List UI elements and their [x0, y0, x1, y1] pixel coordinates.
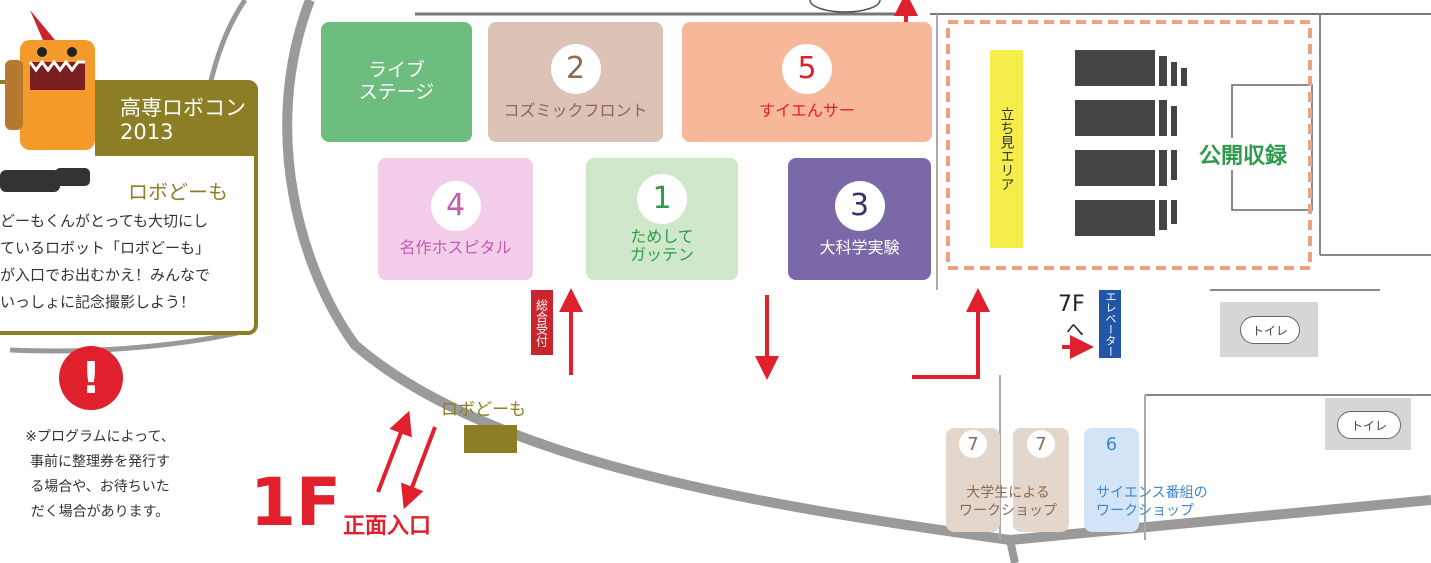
- booth-3[interactable]: 3 大科学実験: [788, 158, 931, 280]
- science-workshop-label: サイエンス番組の ワークショップ: [1096, 484, 1208, 520]
- callout-title-line2: 2013: [120, 120, 174, 144]
- to-7f-line2: へ: [1066, 320, 1084, 341]
- booth-label: 名作ホスピタル: [399, 237, 512, 257]
- note-line: だく場合があります。: [30, 504, 170, 520]
- workshop-label-line: サイエンス番組の: [1096, 485, 1208, 501]
- booth-label: ライブ: [367, 59, 425, 82]
- standing-area: 立ち見エリア: [990, 50, 1023, 248]
- callout-desc-line: ているロボット「ロボどーも」: [0, 239, 211, 257]
- booth-label: ためして: [630, 226, 694, 246]
- booth-label: 大科学実験: [819, 237, 900, 257]
- booth-4[interactable]: 4 名作ホスピタル: [378, 158, 533, 280]
- callout-title-band: [95, 80, 258, 156]
- callout-robot-name: ロボどーも: [128, 180, 228, 204]
- elevator: エレベーター: [1099, 290, 1121, 358]
- callout-desc-line: どーもくんがとっても大切にし: [0, 212, 209, 230]
- callout-description: どーもくんがとっても大切にし ているロボット「ロボどーも」 が入口でお出むかえ！…: [0, 208, 210, 316]
- note-line: ※プログラムによって、: [25, 429, 175, 445]
- booth-number: 1: [637, 173, 687, 224]
- note-line: 事前に整理券を発行す: [30, 454, 170, 470]
- floor-level: 1F: [250, 464, 342, 541]
- note-line: る場合や、お待ちいた: [30, 479, 170, 495]
- booth-number: 3: [834, 180, 885, 231]
- audience-seats: [1075, 50, 1187, 236]
- booth-7b[interactable]: 7: [1013, 428, 1069, 532]
- to-7f-line1: 7F: [1058, 292, 1085, 317]
- booth-7a[interactable]: 7: [946, 428, 1000, 532]
- booth-number: 4: [430, 180, 481, 231]
- general-reception: 総合受付: [531, 290, 553, 355]
- booth-number: 5: [782, 43, 832, 94]
- callout-title-line1: 高専ロボコン: [120, 96, 246, 120]
- workshop-label-line: 大学生による: [966, 485, 1050, 501]
- booth-label: すイエんサー: [759, 100, 855, 120]
- main-entrance-label: 正面入口: [343, 514, 432, 539]
- robot-domo-illustration: [0, 10, 95, 192]
- booth-number: 6: [1105, 433, 1118, 455]
- booth-number: 7: [1027, 430, 1055, 458]
- booth-6[interactable]: 6: [1084, 428, 1139, 532]
- booth-number: 2: [550, 43, 601, 94]
- booth-label: ガッテン: [629, 245, 694, 264]
- booth-1[interactable]: 1 ためして ガッテン: [586, 158, 738, 280]
- booth-label: ステージ: [358, 81, 435, 103]
- booth-label: コズミックフロント: [503, 100, 648, 120]
- callout-desc-line: が入口でお出むかえ！みんなで: [0, 266, 211, 284]
- toilet-sign: トイレ: [1240, 316, 1300, 344]
- robo-spot-label: ロボどーも: [441, 400, 526, 420]
- booth-2[interactable]: 2 コズミックフロント: [488, 22, 663, 142]
- workshop-label-line: ワークショップ: [1096, 503, 1194, 519]
- callout-desc-line: いっしょに記念撮影しよう！: [0, 293, 196, 311]
- robo-spot-marker: [464, 425, 517, 453]
- booth-live-stage[interactable]: ライブ ステージ: [321, 22, 472, 142]
- booth-number: 7: [959, 430, 987, 458]
- university-workshop-label: 大学生による ワークショップ: [944, 484, 1072, 520]
- workshop-label-line: ワークショップ: [959, 503, 1057, 519]
- public-recording-label: 公開収録: [1199, 138, 1288, 170]
- booth-5[interactable]: 5 すイエんサー: [682, 22, 932, 142]
- note-text: ※プログラムによって、 事前に整理券を発行す る場合や、お待ちいた だく場合があ…: [0, 425, 200, 525]
- toilet-sign: トイレ: [1337, 411, 1401, 439]
- exclamation-icon: !: [59, 346, 123, 410]
